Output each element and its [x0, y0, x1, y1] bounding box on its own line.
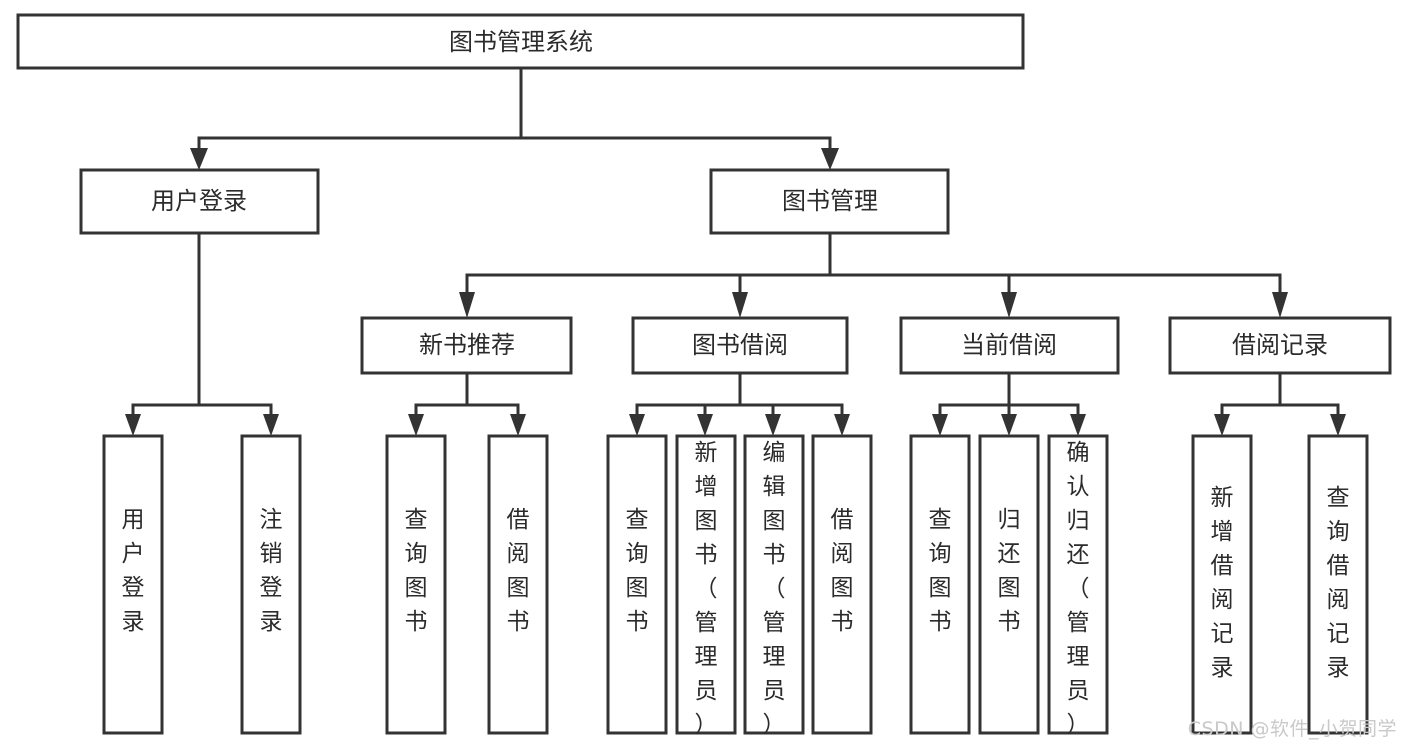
- arrow-head-user-leaf1: [125, 414, 141, 436]
- node-borrow-record[interactable]: 借阅记录: [1168, 316, 1392, 375]
- arrow-head-l3b-leaf2: [697, 414, 713, 436]
- leaf-label-edit-book-admin: 编辑图书（管理员）: [763, 440, 786, 738]
- csdn-watermark: CSDN @软件_小贺同学: [1187, 718, 1397, 740]
- arrow-head-l3d-leaf2: [1330, 414, 1346, 436]
- node-borrow-record-box[interactable]: [1168, 316, 1392, 375]
- node-book-management[interactable]: 图书管理: [709, 168, 950, 235]
- leaf-box-add-borrow-record[interactable]: [1191, 434, 1253, 735]
- node-book-borrow-box[interactable]: [631, 316, 849, 375]
- node-book-borrow[interactable]: 图书借阅: [631, 316, 849, 375]
- leaf-node[interactable]: 编辑图书（管理员）: [743, 434, 805, 738]
- arrow-head-l3b-leaf3: [765, 414, 781, 436]
- arrow-head-l3c: [1001, 292, 1017, 318]
- leaf-label-return-book: 归还图书: [998, 507, 1021, 635]
- leaf-label-add-borrow-record: 新增借阅记录: [1211, 485, 1234, 681]
- node-book-borrow-label: 图书借阅: [692, 331, 788, 359]
- leaf-node[interactable]: 查询图书: [909, 434, 971, 735]
- leaf-box-query-book-a[interactable]: [385, 434, 447, 735]
- leaf-label-query-borrow-record: 查询借阅记录: [1327, 485, 1350, 681]
- leaf-node[interactable]: 借阅图书: [811, 434, 873, 735]
- node-new-book-recommend-label: 新书推荐: [419, 331, 515, 359]
- leaf-box-confirm-return-admin[interactable]: [1047, 434, 1109, 735]
- leaf-node[interactable]: 新增借阅记录: [1191, 434, 1253, 735]
- arrow-head-to-book-mgmt: [821, 148, 839, 170]
- node-user-login-label: 用户登录: [151, 187, 247, 215]
- leaf-label-add-book-admin: 新增图书（管理员）: [695, 440, 718, 738]
- leaf-label-borrow-book-b: 借阅图书: [831, 507, 854, 635]
- leaf-node[interactable]: 查询借阅记录: [1307, 434, 1369, 735]
- leaf-label-query-book-c: 查询图书: [929, 507, 952, 635]
- node-root-label: 图书管理系统: [449, 28, 593, 56]
- arrow-head-l3a: [459, 292, 475, 318]
- leaf-box-user-login[interactable]: [102, 434, 164, 735]
- node-root[interactable]: 图书管理系统: [16, 13, 1025, 70]
- node-borrow-record-label: 借阅记录: [1232, 331, 1328, 359]
- leaf-node[interactable]: 归还图书: [978, 434, 1040, 735]
- node-user-login-box[interactable]: [79, 168, 320, 235]
- node-current-borrow-box[interactable]: [899, 316, 1120, 375]
- leaf-label-logout: 注销登录: [260, 507, 283, 635]
- leaf-box-query-book-c[interactable]: [909, 434, 971, 735]
- node-current-borrow-label: 当前借阅: [961, 331, 1057, 359]
- arrow-head-l3a-leaf2: [510, 414, 526, 436]
- arrow-head-to-user-login: [190, 148, 208, 170]
- leaf-box-return-book[interactable]: [978, 434, 1040, 735]
- arrow-head-l3b: [732, 292, 748, 318]
- arrow-head-l3c-leaf1: [932, 414, 948, 436]
- arrow-head-l3b-leaf1: [629, 414, 645, 436]
- leaf-box-borrow-book-b[interactable]: [811, 434, 873, 735]
- arrow-head-l3c-leaf3: [1070, 414, 1086, 436]
- arrow-head-l3c-leaf2: [1001, 414, 1017, 436]
- arrow-head-l3d-leaf1: [1214, 414, 1230, 436]
- leaf-node[interactable]: 查询图书: [385, 434, 447, 735]
- node-root-box[interactable]: [16, 13, 1025, 70]
- leaf-label-query-book-b: 查询图书: [626, 507, 649, 635]
- node-book-management-box[interactable]: [709, 168, 950, 235]
- leaf-label-borrow-book-a: 借阅图书: [507, 507, 530, 635]
- node-user-login[interactable]: 用户登录: [79, 168, 320, 235]
- node-new-book-recommend[interactable]: 新书推荐: [360, 316, 573, 375]
- node-book-management-label: 图书管理: [782, 187, 878, 215]
- leaf-box-logout[interactable]: [240, 434, 302, 735]
- node-current-borrow[interactable]: 当前借阅: [899, 316, 1120, 375]
- connector-layer: [125, 66, 1346, 436]
- arrow-head-l3b-leaf4: [834, 414, 850, 436]
- leaf-node[interactable]: 查询图书: [606, 434, 668, 735]
- leaf-label-user-login: 用户登录: [122, 507, 145, 635]
- arrow-head-l3a-leaf1: [408, 414, 424, 436]
- leaf-box-query-borrow-record[interactable]: [1307, 434, 1369, 735]
- leaf-node[interactable]: 确认归还（管理员）: [1047, 434, 1109, 738]
- arrow-head-user-leaf2: [263, 414, 279, 436]
- leaf-label-confirm-return-admin: 确认归还（管理员）: [1067, 440, 1090, 738]
- arrow-head-l3d: [1272, 292, 1288, 318]
- leaf-box-borrow-book-a[interactable]: [487, 434, 549, 735]
- leaf-node[interactable]: 新增图书（管理员）: [675, 434, 737, 738]
- node-new-book-recommend-box[interactable]: [360, 316, 573, 375]
- leaf-box-edit-book-admin[interactable]: [743, 434, 805, 735]
- leaf-node[interactable]: 注销登录: [240, 434, 302, 735]
- leaf-node[interactable]: 借阅图书: [487, 434, 549, 735]
- leaf-box-add-book-admin[interactable]: [675, 434, 737, 735]
- leaf-box-query-book-b[interactable]: [606, 434, 668, 735]
- leaf-label-query-book-a: 查询图书: [405, 507, 428, 635]
- leaf-node[interactable]: 用户登录: [102, 434, 164, 735]
